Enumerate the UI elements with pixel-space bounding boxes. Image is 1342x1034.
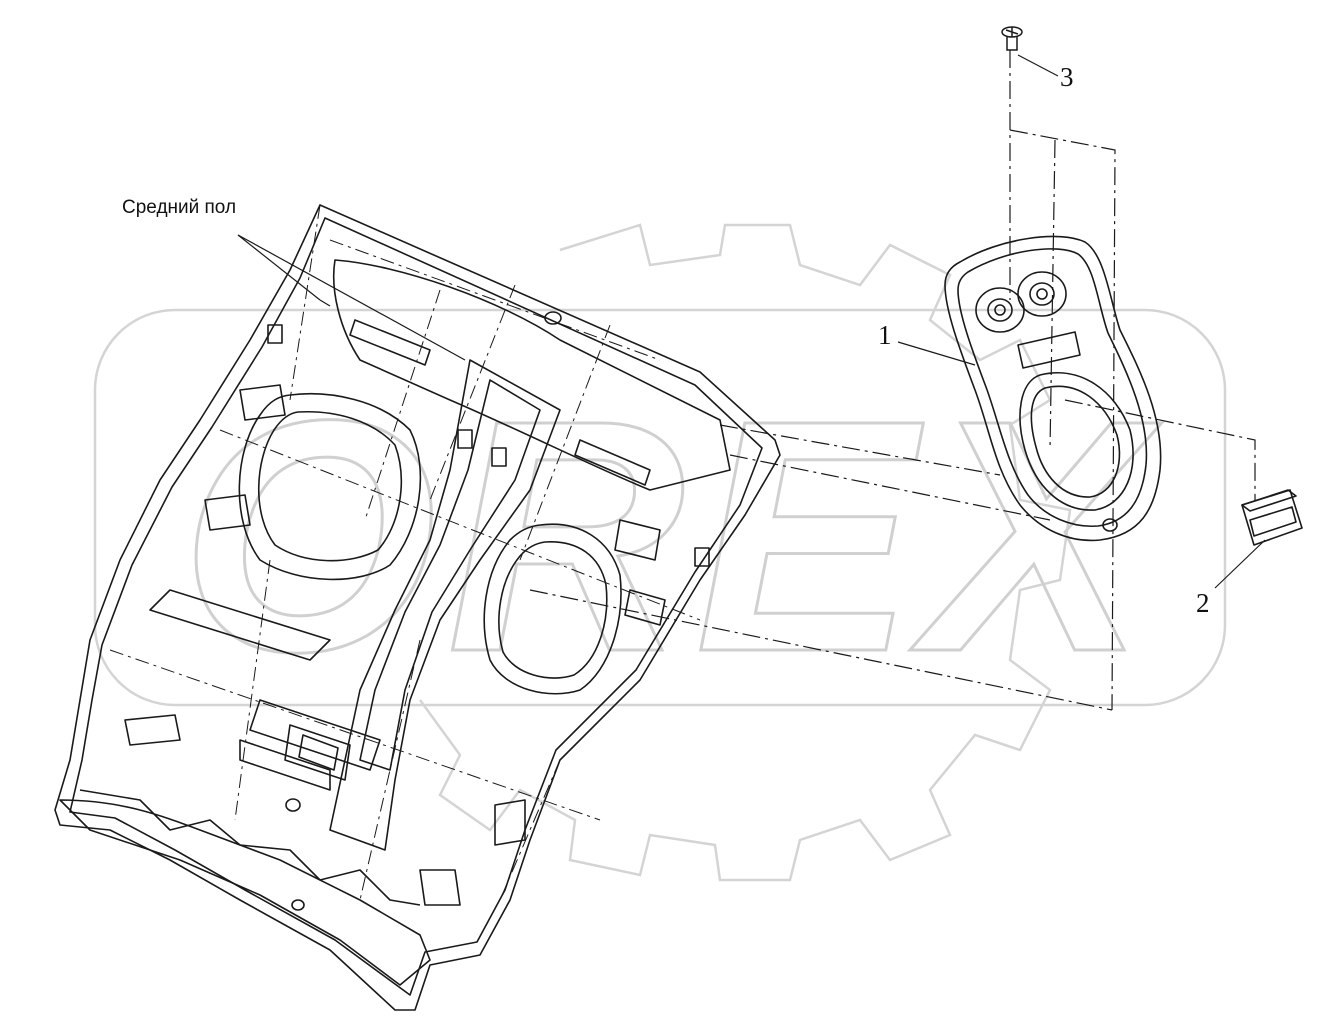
cap-top	[1241, 489, 1297, 512]
leader-floor-1	[237, 234, 321, 301]
leader-callout-3	[1017, 54, 1059, 77]
assembly-line-4	[1064, 399, 1256, 500]
cup-holder-left	[975, 287, 1025, 333]
floor-channel-1	[149, 589, 331, 661]
cup-holder-right	[1017, 271, 1067, 317]
cup-holder-left-core	[994, 304, 1006, 316]
middle-floor-label: Средний пол	[122, 197, 237, 218]
floor-pad-front-1	[124, 714, 181, 746]
floor-pad-front-3	[494, 799, 526, 846]
floor-slot-1	[349, 319, 431, 366]
watermark-band	[93, 308, 1227, 707]
watermark-text: OREX	[180, 351, 1162, 720]
assembly-line-top-inner	[1049, 139, 1056, 451]
floor-seat-well-right	[483, 523, 622, 695]
middle-floor-panel	[54, 204, 781, 1011]
floor-channel-3	[239, 739, 331, 791]
floor-front-ridge	[59, 799, 431, 986]
cap-body	[1241, 489, 1303, 546]
floor-slot-2	[574, 439, 651, 486]
floor-hole-3	[291, 899, 305, 911]
cup-holder-right-inner	[1029, 282, 1055, 306]
screw-head-cross	[1005, 27, 1019, 37]
cup-holder-left-inner	[987, 298, 1013, 322]
floor-center-tunnel	[329, 359, 561, 851]
screw-shank	[1006, 36, 1018, 51]
part-2-cap	[1241, 489, 1303, 546]
floor-pad-right-2	[624, 589, 666, 626]
floor-center-pocket	[284, 724, 351, 781]
floor-pad-right-1	[614, 519, 661, 561]
cap-face	[1249, 506, 1297, 537]
callout-1: 1	[878, 320, 892, 350]
floor-hole-2	[285, 798, 301, 812]
console-tray	[1019, 372, 1134, 511]
console-outline	[944, 235, 1162, 542]
assembly-line-2	[729, 454, 1051, 521]
floor-tab-4	[694, 547, 710, 567]
console-screw-hole	[1102, 518, 1118, 532]
floor-seat-well-right-inner	[498, 541, 608, 679]
cup-holder-right-core	[1036, 288, 1048, 300]
callout-2: 2	[1196, 588, 1210, 618]
floor-rear-ridge	[332, 259, 731, 491]
floor-front-step	[79, 789, 421, 906]
assembly-lines	[529, 50, 1256, 711]
floor-construction-lines	[109, 204, 701, 901]
floor-tab-3	[267, 324, 283, 344]
floor-tunnel-inner	[359, 379, 541, 771]
leader-callout-2	[1214, 539, 1266, 589]
watermark-gear	[418, 223, 1072, 882]
floor-tab-2	[491, 447, 507, 467]
part-3-screw	[1001, 26, 1023, 51]
floor-pad-left-2	[204, 494, 251, 531]
floor-pad-front-2	[419, 869, 461, 906]
floor-inner-outline	[69, 217, 763, 996]
console-tray-inner	[1030, 385, 1121, 498]
floor-channel-2	[249, 699, 381, 771]
console-slot	[1017, 331, 1081, 369]
watermark-logo: OREX	[93, 223, 1227, 882]
floor-outline	[54, 204, 781, 1011]
leader-callout-1	[897, 341, 976, 366]
floor-center-pocket-inner	[298, 734, 339, 771]
floor-seat-well-left-inner	[257, 410, 402, 562]
leader-floor-2	[237, 234, 466, 361]
callout-3: 3	[1060, 62, 1074, 92]
floor-pad-left-1	[239, 384, 286, 421]
assembly-line-1	[719, 424, 1001, 476]
assembly-line-top-bracket	[1009, 129, 1116, 711]
floor-tab-1	[457, 429, 473, 449]
assembly-line-3	[529, 589, 1113, 711]
part-1-console	[944, 235, 1162, 542]
leader-floor-arrows	[319, 299, 331, 307]
leader-lines	[237, 54, 1266, 589]
